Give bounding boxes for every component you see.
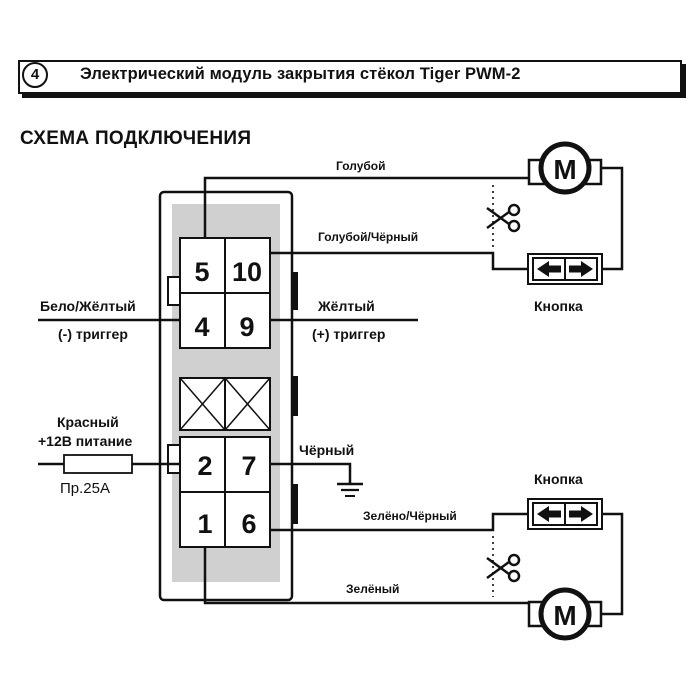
wire-blue (203, 176, 545, 238)
arrow-right-icon (569, 506, 593, 522)
wire-blue-black (270, 251, 528, 271)
arrow-left-icon (537, 506, 561, 522)
label-white-yellow: Бело/Жёлтый (40, 298, 136, 314)
motor-icon: M (527, 141, 603, 195)
label-button-bottom: Кнопка (534, 471, 583, 487)
label-yellow: Жёлтый (317, 298, 375, 314)
connector-empty-cells (179, 377, 271, 431)
pin-9: 9 (239, 312, 254, 342)
pin-4: 4 (194, 312, 209, 342)
label-trigger-positive: (+) триггер (312, 326, 385, 342)
wire-green-black (270, 512, 528, 532)
label-button-top: Кнопка (534, 298, 583, 314)
label-blue-black: Голубой/Чёрный (318, 230, 418, 244)
arrow-left-icon (537, 261, 561, 277)
ground-icon (337, 482, 363, 497)
connector-top: 5 10 4 9 (179, 237, 271, 349)
section-title: СХЕМА ПОДКЛЮЧЕНИЯ (20, 128, 252, 149)
motor-icon: M (527, 587, 603, 641)
motor-top-label: M (553, 154, 576, 185)
arrow-right-icon (569, 261, 593, 277)
wire-motor-top-right (598, 166, 624, 271)
header-banner: 4 Электрический модуль закрытия стёкол T… (18, 60, 684, 98)
scissors-icon (486, 203, 521, 233)
label-blue: Голубой (336, 159, 386, 173)
label-fuse: Пр.25А (60, 480, 110, 497)
label-green: Зелёный (346, 582, 399, 596)
scissors-icon (486, 553, 521, 583)
button-bottom (527, 498, 603, 530)
button-top (527, 253, 603, 285)
label-red: Красный (57, 414, 119, 430)
pin-7: 7 (241, 451, 256, 481)
wire-green (203, 547, 545, 605)
pin-2: 2 (197, 451, 212, 481)
motor-bottom-label: M (553, 600, 576, 631)
header-title: Электрический модуль закрытия стёкол Tig… (80, 65, 521, 83)
pin-1: 1 (197, 509, 212, 539)
pin-10: 10 (232, 257, 262, 287)
connector-bottom: 2 7 1 6 (179, 436, 271, 548)
wire-black (270, 462, 352, 484)
label-trigger-negative: (-) триггер (58, 326, 128, 342)
wire-motor-bottom-right (598, 512, 624, 616)
header-number: 4 (22, 62, 48, 88)
label-power: +12В питание (38, 433, 133, 449)
header-box (18, 60, 682, 94)
pin-6: 6 (241, 509, 256, 539)
label-green-black: Зелёно/Чёрный (363, 509, 457, 523)
fuse-icon (63, 454, 133, 474)
pin-5: 5 (194, 257, 209, 287)
label-black: Чёрный (299, 442, 354, 458)
